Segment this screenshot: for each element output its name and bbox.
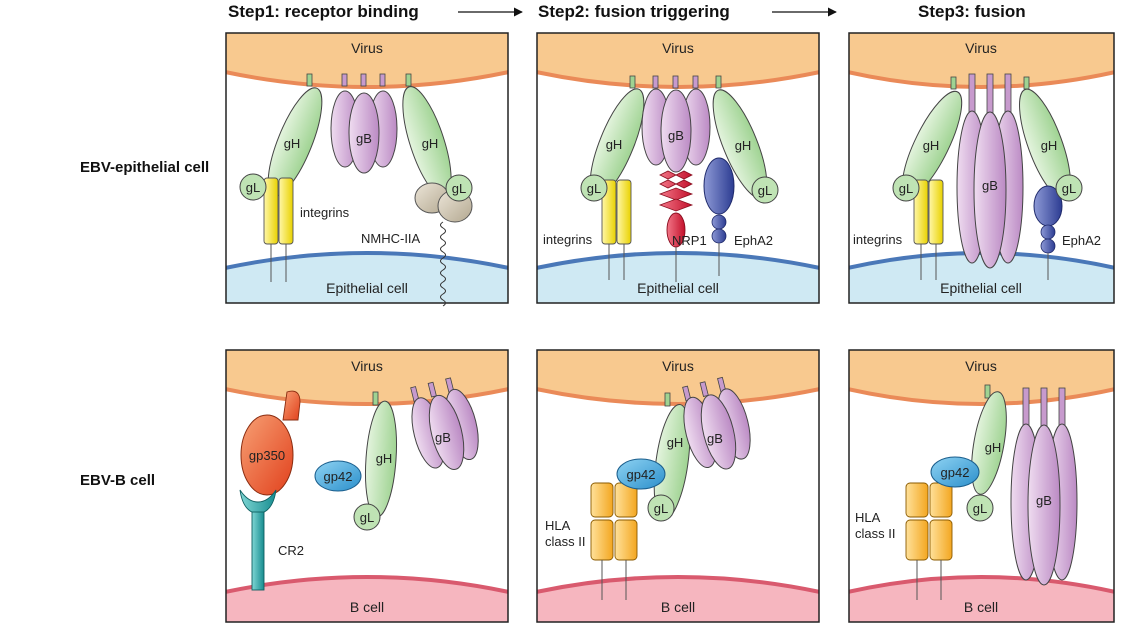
epha2-label: EphA2 <box>734 233 773 248</box>
gL-label: gL <box>758 183 772 198</box>
panel-bcell-step1: Virus B cell gp350 CR2 gH gp42 gL gB <box>225 349 509 623</box>
gB-label: gB <box>435 430 451 445</box>
hla-label-line2: class II <box>545 534 585 549</box>
hla-label-line2: class II <box>855 526 895 541</box>
integrins-label: integrins <box>300 205 350 220</box>
gB-label: gB <box>1036 493 1052 508</box>
cr2-label: CR2 <box>278 543 304 558</box>
gp42-label: gp42 <box>941 465 970 480</box>
virus-label: Virus <box>965 358 997 374</box>
integrins-label: integrins <box>543 232 593 247</box>
gB-label: gB <box>982 178 998 193</box>
virus-label: Virus <box>662 40 694 56</box>
gH-label: gH <box>606 137 623 152</box>
epithelial-cell-label: Epithelial cell <box>940 280 1022 296</box>
gp42-label: gp42 <box>324 469 353 484</box>
gB-label: gB <box>707 431 723 446</box>
gL-label: gL <box>899 181 913 196</box>
gB-label: gB <box>356 131 372 146</box>
gH-label: gH <box>284 136 301 151</box>
gH-label: gH <box>1041 138 1058 153</box>
b-cell-label: B cell <box>661 599 695 615</box>
gB-label: gB <box>668 128 684 143</box>
gp42-label: gp42 <box>627 467 656 482</box>
gH-label: gH <box>422 136 439 151</box>
epithelial-cell-label: Epithelial cell <box>326 280 408 296</box>
row-label-bcell: EBV-B cell <box>80 472 155 489</box>
hla-label-line1: HLA <box>545 518 571 533</box>
virus-label: Virus <box>351 40 383 56</box>
gp350-label: gp350 <box>249 448 285 463</box>
gH-label: gH <box>667 435 684 450</box>
gH-label: gH <box>985 440 1002 455</box>
integrins-label: integrins <box>853 232 903 247</box>
panel-bcell-step3: Virus B cell HLA class II gH gp42 gL gB <box>848 349 1115 623</box>
gH-label: gH <box>923 138 940 153</box>
gL-label: gL <box>587 181 601 196</box>
panel-epithelial-step3: Virus Epithelial cell gH gL integrins gB… <box>848 32 1115 304</box>
hla-label-line1: HLA <box>855 510 881 525</box>
virus-label: Virus <box>662 358 694 374</box>
b-cell-label: B cell <box>964 599 998 615</box>
virus-label: Virus <box>351 358 383 374</box>
epha2-label: EphA2 <box>1062 233 1101 248</box>
gH-label: gH <box>735 138 752 153</box>
gL-label: gL <box>973 501 987 516</box>
nrp1-label: NRP1 <box>672 233 707 248</box>
nmhc-label: NMHC-IIA <box>361 231 421 246</box>
gL-label: gL <box>1062 181 1076 196</box>
gL-label: gL <box>654 501 668 516</box>
virus-label: Virus <box>965 40 997 56</box>
header-step1: Step1: receptor binding <box>228 2 419 21</box>
gL-label: gL <box>360 510 374 525</box>
gH-label: gH <box>376 451 393 466</box>
header-step3: Step3: fusion <box>918 2 1026 21</box>
panel-bcell-step2: Virus B cell HLA class II gH gp42 gL gB <box>536 349 820 623</box>
gL-label: gL <box>452 181 466 196</box>
epithelial-cell-label: Epithelial cell <box>637 280 719 296</box>
gL-label: gL <box>246 180 260 195</box>
panel-epithelial-step2: Virus Epithelial cell gH gL integrins gB… <box>536 32 820 304</box>
b-cell-label: B cell <box>350 599 384 615</box>
panel-epithelial-step1: Virus Epithelial cell gH gL integrins gB… <box>225 32 509 307</box>
row-label-epithelial: EBV-epithelial cell <box>80 159 209 176</box>
header-step2: Step2: fusion triggering <box>538 2 730 21</box>
